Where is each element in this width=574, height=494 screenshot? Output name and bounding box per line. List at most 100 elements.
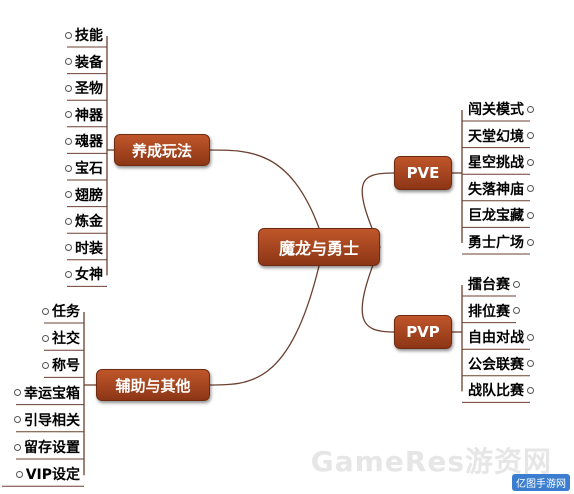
leaf-pve-5[interactable]: 勇士广场: [468, 232, 534, 254]
expand-circle-icon[interactable]: [15, 470, 23, 478]
expand-circle-icon[interactable]: [527, 211, 534, 219]
expand-circle-icon[interactable]: [65, 244, 72, 252]
leaf-cultivation-5[interactable]: 宝石: [65, 158, 103, 180]
leaf-label: 天堂幻境: [468, 128, 524, 145]
leaf-label: 女神: [75, 267, 103, 284]
leaf-auxiliary-2[interactable]: 称号: [42, 355, 80, 377]
cultivation-node[interactable]: 养成玩法: [114, 134, 210, 166]
expand-circle-icon[interactable]: [14, 416, 21, 424]
leaf-auxiliary-3[interactable]: 幸运宝箱: [14, 383, 80, 405]
leaf-cultivation-0[interactable]: 技能: [65, 25, 103, 47]
pve-node-label: PVE: [406, 164, 440, 182]
expand-circle-icon[interactable]: [527, 132, 534, 140]
auxiliary-node-label: 辅助与其他: [115, 376, 191, 395]
expand-circle-icon[interactable]: [527, 158, 534, 166]
expand-circle-icon[interactable]: [42, 361, 49, 369]
pvp-node[interactable]: PVP: [394, 315, 452, 349]
leaf-label: 社交: [52, 331, 80, 348]
expand-circle-icon[interactable]: [42, 307, 49, 315]
leaf-cultivation-6[interactable]: 翅膀: [65, 185, 103, 207]
leaf-cultivation-2[interactable]: 圣物: [65, 78, 103, 100]
leaf-label: 魂器: [75, 134, 103, 151]
expand-circle-icon[interactable]: [527, 386, 534, 394]
leaf-label: VIP设定: [25, 467, 80, 484]
connector-line: [361, 246, 395, 333]
leaf-cultivation-7[interactable]: 炼金: [65, 211, 103, 233]
leaf-label: 装备: [75, 54, 103, 71]
connector-line: [209, 265, 320, 386]
leaf-label: 时装: [75, 240, 103, 257]
auxiliary-node[interactable]: 辅助与其他: [96, 369, 210, 401]
leaf-label: 公会联赛: [468, 356, 524, 373]
expand-circle-icon[interactable]: [65, 191, 72, 199]
leaf-pvp-2[interactable]: 自由对战: [468, 327, 534, 349]
leaf-label: 星空挑战: [468, 155, 524, 172]
leaf-label: 炼金: [75, 214, 103, 231]
expand-circle-icon[interactable]: [65, 217, 72, 225]
expand-circle-icon[interactable]: [65, 270, 72, 278]
leaf-label: 宝石: [75, 161, 103, 177]
leaf-pvp-4[interactable]: 战队比赛: [468, 380, 534, 402]
expand-circle-icon[interactable]: [527, 360, 534, 368]
leaf-label: 自由对战: [468, 330, 524, 347]
leaf-label: 战队比赛: [468, 383, 524, 400]
expand-circle-icon[interactable]: [14, 443, 21, 451]
leaf-label: 失落神庙: [468, 181, 524, 198]
center-node[interactable]: 魔龙与勇士: [258, 228, 380, 266]
leaf-auxiliary-4[interactable]: 引导相关: [14, 410, 80, 432]
leaf-label: 排位赛: [468, 303, 510, 320]
leaf-label: 任务: [52, 304, 80, 320]
expand-circle-icon[interactable]: [14, 389, 21, 397]
expand-circle-icon[interactable]: [527, 238, 534, 246]
leaf-label: 留存设置: [24, 440, 80, 456]
leaf-auxiliary-0[interactable]: 任务: [42, 301, 80, 323]
expand-circle-icon[interactable]: [527, 105, 534, 113]
leaf-label: 擂台赛: [468, 277, 510, 293]
expand-circle-icon[interactable]: [65, 111, 72, 119]
leaf-label: 闯关模式: [468, 102, 524, 118]
leaf-label: 圣物: [75, 81, 103, 98]
leaf-label: 称号: [52, 358, 80, 375]
leaf-cultivation-1[interactable]: 装备: [65, 52, 103, 74]
corner-logo: 亿图手游网: [512, 474, 570, 491]
leaf-label: 翅膀: [75, 187, 103, 204]
expand-circle-icon[interactable]: [527, 333, 534, 341]
leaf-pve-2[interactable]: 星空挑战: [468, 152, 534, 174]
pve-node[interactable]: PVE: [394, 156, 452, 190]
leaf-label: 巨龙宝藏: [468, 208, 524, 225]
leaf-pvp-3[interactable]: 公会联赛: [468, 354, 534, 376]
expand-circle-icon[interactable]: [65, 58, 72, 66]
leaf-label: 勇士广场: [468, 235, 524, 251]
leaf-pve-4[interactable]: 巨龙宝藏: [468, 205, 534, 227]
connector-line: [361, 172, 395, 248]
cultivation-node-label: 养成玩法: [131, 141, 192, 160]
expand-circle-icon[interactable]: [513, 307, 520, 315]
leaf-auxiliary-6[interactable]: VIP设定: [15, 464, 80, 486]
watermark: GameRes游资网: [310, 445, 552, 478]
center-node-label: 魔龙与勇士: [278, 239, 359, 258]
pvp-node-label: PVP: [406, 323, 440, 341]
leaf-label: 技能: [75, 28, 103, 44]
leaf-label: 神器: [75, 107, 103, 124]
expand-circle-icon[interactable]: [65, 84, 72, 92]
leaf-auxiliary-1[interactable]: 社交: [42, 328, 80, 350]
expand-circle-icon[interactable]: [65, 31, 72, 39]
leaf-pve-1[interactable]: 天堂幻境: [468, 126, 534, 148]
leaf-label: 引导相关: [24, 412, 80, 429]
expand-circle-icon[interactable]: [65, 137, 72, 145]
leaf-pvp-0[interactable]: 擂台赛: [468, 274, 520, 296]
leaf-pve-0[interactable]: 闯关模式: [468, 99, 534, 121]
expand-circle-icon[interactable]: [513, 280, 520, 288]
leaf-cultivation-8[interactable]: 时装: [65, 238, 103, 260]
leaf-auxiliary-5[interactable]: 留存设置: [14, 437, 80, 459]
expand-circle-icon[interactable]: [65, 164, 72, 172]
leaf-cultivation-4[interactable]: 魂器: [65, 131, 103, 153]
expand-circle-icon[interactable]: [527, 185, 534, 193]
leaf-pvp-1[interactable]: 排位赛: [468, 301, 520, 323]
leaf-cultivation-9[interactable]: 女神: [65, 264, 103, 286]
expand-circle-icon[interactable]: [42, 334, 49, 342]
leaf-cultivation-3[interactable]: 神器: [65, 105, 103, 127]
leaf-pve-3[interactable]: 失落神庙: [468, 179, 534, 201]
